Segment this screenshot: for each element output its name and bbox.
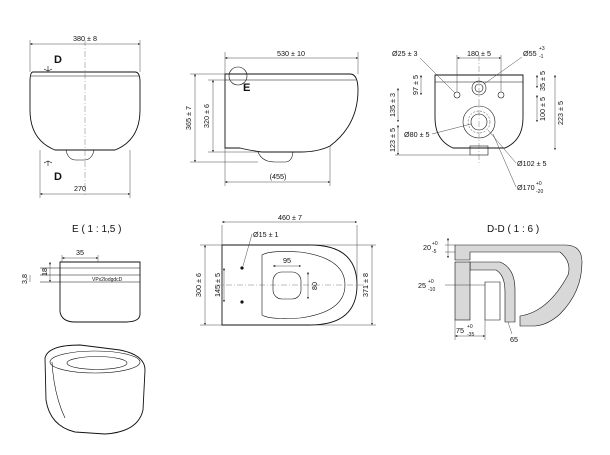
front-view-outline (29, 71, 141, 151)
dim-dd-20: 20 (423, 243, 431, 252)
dim-dd-20-plus: +0 (432, 241, 438, 247)
detail-e-circle (228, 66, 248, 86)
leader-d80 (431, 123, 472, 135)
dim-rear-d55-plus: +3 (539, 46, 545, 52)
detail-e-view: E ( 1 : 1,5 ) 35 18 3,8 VPx2lodgdcD (20, 224, 141, 323)
dim-rear-d80: Ø80 ± 5 (404, 130, 430, 139)
dim-rear-d170-plus: +0 (536, 181, 542, 187)
dim-top-80: 80 (310, 282, 319, 290)
dim-rear-d25: Ø25 ± 3 (392, 49, 418, 58)
front-outlet (65, 149, 95, 161)
section-dd-title: D-D ( 1 : 6 ) (487, 224, 539, 235)
dim-rear-d102: Ø102 ± 5 (517, 159, 547, 168)
top-hole-upper (240, 266, 244, 270)
dim-e-3-8: 3,8 (20, 274, 29, 284)
section-dd-outlet (484, 281, 501, 321)
section-dd-wall (454, 261, 471, 321)
leader-d55 (483, 56, 523, 85)
iso-body (44, 344, 146, 435)
dim-rear-spacing: 180 ± 5 (467, 49, 491, 58)
dim-top-length: 460 ± 7 (278, 213, 302, 222)
dim-front-width-bottom: 270 (74, 184, 86, 193)
leader-dd65 (507, 321, 513, 335)
detail-e-stamp: VPx2lodgdcD (92, 277, 123, 283)
section-dd-body (454, 244, 583, 327)
detail-e-outline (59, 261, 141, 323)
dim-dd-20-minus: -5 (432, 249, 437, 255)
dim-dd-75-plus: +0 (467, 324, 473, 330)
dim-rear-223: 223 ± 5 (556, 101, 565, 125)
rear-outlet-102 (467, 110, 491, 134)
top-view-outline (221, 244, 358, 326)
dim-rear-d170: Ø170 (517, 183, 535, 192)
leader-d15 (242, 233, 253, 267)
dim-front-width-top: 380 ± 8 (73, 34, 97, 43)
dim-dd-25-minus: -10 (428, 287, 435, 293)
dim-rear-123: 123 ± 5 (388, 128, 397, 152)
iso-bowl (66, 356, 128, 370)
dim-rear-135: 135 ± 3 (388, 93, 397, 117)
top-hole-lower (240, 300, 244, 304)
dim-dd-25-plus: +0 (428, 279, 434, 285)
section-dd-view: D-D ( 1 : 6 ) 20 +0 -5 25 +0 -10 75 +0 -… (418, 224, 583, 344)
dim-top-300: 300 ± 6 (194, 273, 203, 297)
top-view: 460 ± 7 Ø15 ± 1 95 80 300 ± 6 145 ± 5 37… (194, 213, 376, 326)
dim-rear-d55-minus: -1 (539, 54, 544, 60)
rear-view: 180 ± 5 Ø25 ± 3 Ø55 +3 -1 97 ± 5 35 ± 5 … (388, 46, 565, 195)
leader-d170 (492, 133, 517, 188)
dim-dd-25: 25 (418, 281, 426, 290)
dim-rear-d170-minus: -20 (536, 189, 543, 195)
isometric-view (44, 344, 146, 435)
dim-e-18: 18 (40, 268, 49, 276)
dim-top-371: 371 ± 8 (361, 273, 370, 297)
dim-rear-35: 35 ± 5 (538, 71, 547, 91)
leader-d25 (419, 57, 456, 94)
dim-rear-d55: Ø55 (523, 49, 537, 58)
detail-mark-e: E (243, 82, 250, 94)
side-outlet (257, 151, 294, 163)
dim-side-height: 365 ± 7 (184, 106, 193, 130)
dim-rear-100: 100 ± 5 (538, 97, 547, 121)
dim-e-35: 35 (76, 248, 84, 257)
iso-rim (49, 350, 141, 374)
dim-dd-75-minus: -35 (467, 332, 474, 338)
dim-side-length: 530 ± 10 (277, 49, 305, 58)
dim-rear-97: 97 ± 5 (411, 75, 420, 95)
side-view: E 530 ± 10 365 ± 7 320 ± 6 (455) (184, 49, 359, 186)
dim-top-d15: Ø15 ± 1 (253, 230, 279, 239)
section-arrow-bottom (43, 160, 53, 166)
section-arrow-top (43, 66, 53, 72)
leader-d102 (487, 129, 517, 164)
iso-shade-line (51, 361, 66, 419)
dim-side-base: (455) (270, 172, 287, 181)
dim-side-inner-height: 320 ± 6 (202, 104, 211, 128)
section-mark-top: D (54, 54, 62, 66)
dim-dd-65: 65 (510, 335, 518, 344)
dim-dd-75: 75 (456, 326, 464, 335)
dim-top-145: 145 ± 5 (213, 273, 222, 297)
front-view: 380 ± 8 270 D D (29, 34, 141, 198)
detail-e-title: E ( 1 : 1,5 ) (72, 224, 121, 235)
dim-top-95: 95 (283, 256, 291, 265)
top-bowl-hole (272, 271, 302, 300)
section-mark-bottom: D (54, 171, 62, 183)
rear-view-outline (434, 74, 524, 149)
section-dd-trap (469, 261, 516, 323)
rear-hole-right (497, 91, 505, 99)
